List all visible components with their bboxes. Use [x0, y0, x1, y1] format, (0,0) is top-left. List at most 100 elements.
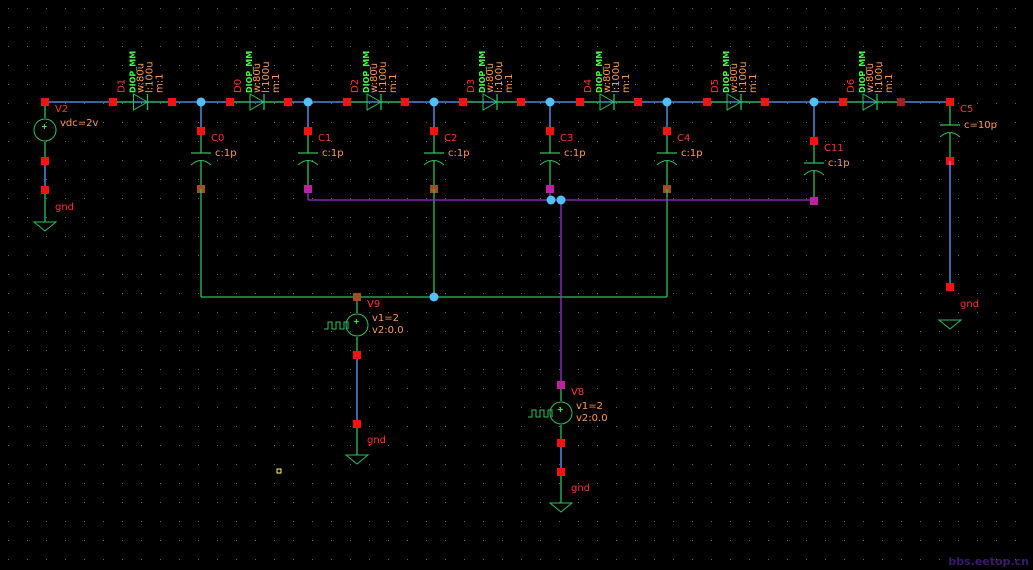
diode-symbol[interactable] [482, 93, 499, 111]
pin[interactable] [168, 98, 176, 106]
grid-dot [540, 483, 541, 484]
grid-dot [920, 426, 921, 427]
diode-symbol[interactable] [599, 93, 616, 111]
grid-dot [27, 103, 28, 104]
pin[interactable] [353, 420, 361, 428]
grid-dot [825, 445, 826, 446]
grid-dot [198, 426, 199, 427]
pin[interactable] [810, 137, 818, 145]
pin[interactable] [761, 98, 769, 106]
grid-dot [103, 426, 104, 427]
grid-dot [711, 27, 712, 28]
grid-dot [103, 103, 104, 104]
pin[interactable] [430, 127, 438, 135]
grid-dot [217, 84, 218, 85]
grid-dot [46, 84, 47, 85]
pin[interactable] [663, 127, 671, 135]
pin[interactable] [284, 98, 292, 106]
grid-dot [540, 46, 541, 47]
grid-dot [882, 502, 883, 503]
pin[interactable] [546, 127, 554, 135]
grid-dot [407, 84, 408, 85]
pin[interactable] [897, 98, 905, 106]
grid-dot [160, 141, 161, 142]
grid-dot [293, 293, 294, 294]
pin[interactable] [226, 98, 234, 106]
grid-dot [84, 464, 85, 465]
grid-dot [369, 160, 370, 161]
source-name: V2 [55, 104, 68, 115]
grid-dot [597, 274, 598, 275]
voltage-source-symbol[interactable] [549, 401, 573, 425]
grid-dot [939, 483, 940, 484]
grid-dot [825, 483, 826, 484]
grid-dot [350, 179, 351, 180]
grid-dot [331, 236, 332, 237]
pin[interactable] [109, 98, 117, 106]
grid-dot [84, 407, 85, 408]
grid-dot [996, 255, 997, 256]
pin[interactable] [557, 468, 565, 476]
grid-dot [654, 198, 655, 199]
grid-dot [141, 160, 142, 161]
pin[interactable] [304, 127, 312, 135]
grid-dot [673, 483, 674, 484]
grid-dot [901, 160, 902, 161]
grid-dot [616, 236, 617, 237]
pin[interactable] [576, 98, 584, 106]
diode-symbol[interactable] [862, 93, 879, 111]
pin[interactable] [343, 98, 351, 106]
voltage-source-symbol[interactable] [33, 118, 57, 142]
pin[interactable] [41, 157, 49, 165]
grid-dot [654, 502, 655, 503]
diode-symbol[interactable] [249, 93, 266, 111]
grid-dot [103, 483, 104, 484]
grid-dot [65, 160, 66, 161]
grid-dot [388, 217, 389, 218]
grid-dot [806, 293, 807, 294]
pin[interactable] [839, 98, 847, 106]
pin[interactable] [557, 381, 565, 389]
pin[interactable] [197, 127, 205, 135]
pin[interactable] [401, 98, 409, 106]
grid-dot [369, 331, 370, 332]
pin[interactable] [459, 98, 467, 106]
voltage-source-symbol[interactable] [345, 313, 369, 337]
grid-dot [730, 103, 731, 104]
grid-dot [160, 426, 161, 427]
grid-dot [198, 464, 199, 465]
pin[interactable] [353, 293, 361, 301]
pin[interactable] [634, 98, 642, 106]
grid-dot [122, 369, 123, 370]
grid-dot [141, 464, 142, 465]
grid-dot [293, 559, 294, 560]
diode-symbol[interactable] [133, 93, 149, 111]
cap-value: c:1p [215, 148, 237, 159]
pin[interactable] [946, 98, 954, 106]
pin[interactable] [946, 283, 954, 291]
grid-dot [711, 122, 712, 123]
pin[interactable] [517, 98, 525, 106]
grid-dot [483, 331, 484, 332]
grid-dot [407, 388, 408, 389]
grid-dot [673, 217, 674, 218]
pin[interactable] [41, 98, 49, 106]
grid-dot [217, 407, 218, 408]
grid-dot [198, 122, 199, 123]
grid-dot [1015, 293, 1016, 294]
diode-symbol[interactable] [726, 93, 743, 111]
pin[interactable] [41, 186, 49, 194]
diode-symbol[interactable] [366, 93, 383, 111]
grid-dot [293, 483, 294, 484]
pin[interactable] [353, 351, 361, 359]
grid-dot [27, 65, 28, 66]
grid-dot [958, 255, 959, 256]
pin[interactable] [703, 98, 711, 106]
grid-dot [160, 445, 161, 446]
grid-dot [8, 426, 9, 427]
grid-dot [958, 8, 959, 9]
pin[interactable] [557, 439, 565, 447]
grid-dot [882, 236, 883, 237]
grid-dot [863, 540, 864, 541]
